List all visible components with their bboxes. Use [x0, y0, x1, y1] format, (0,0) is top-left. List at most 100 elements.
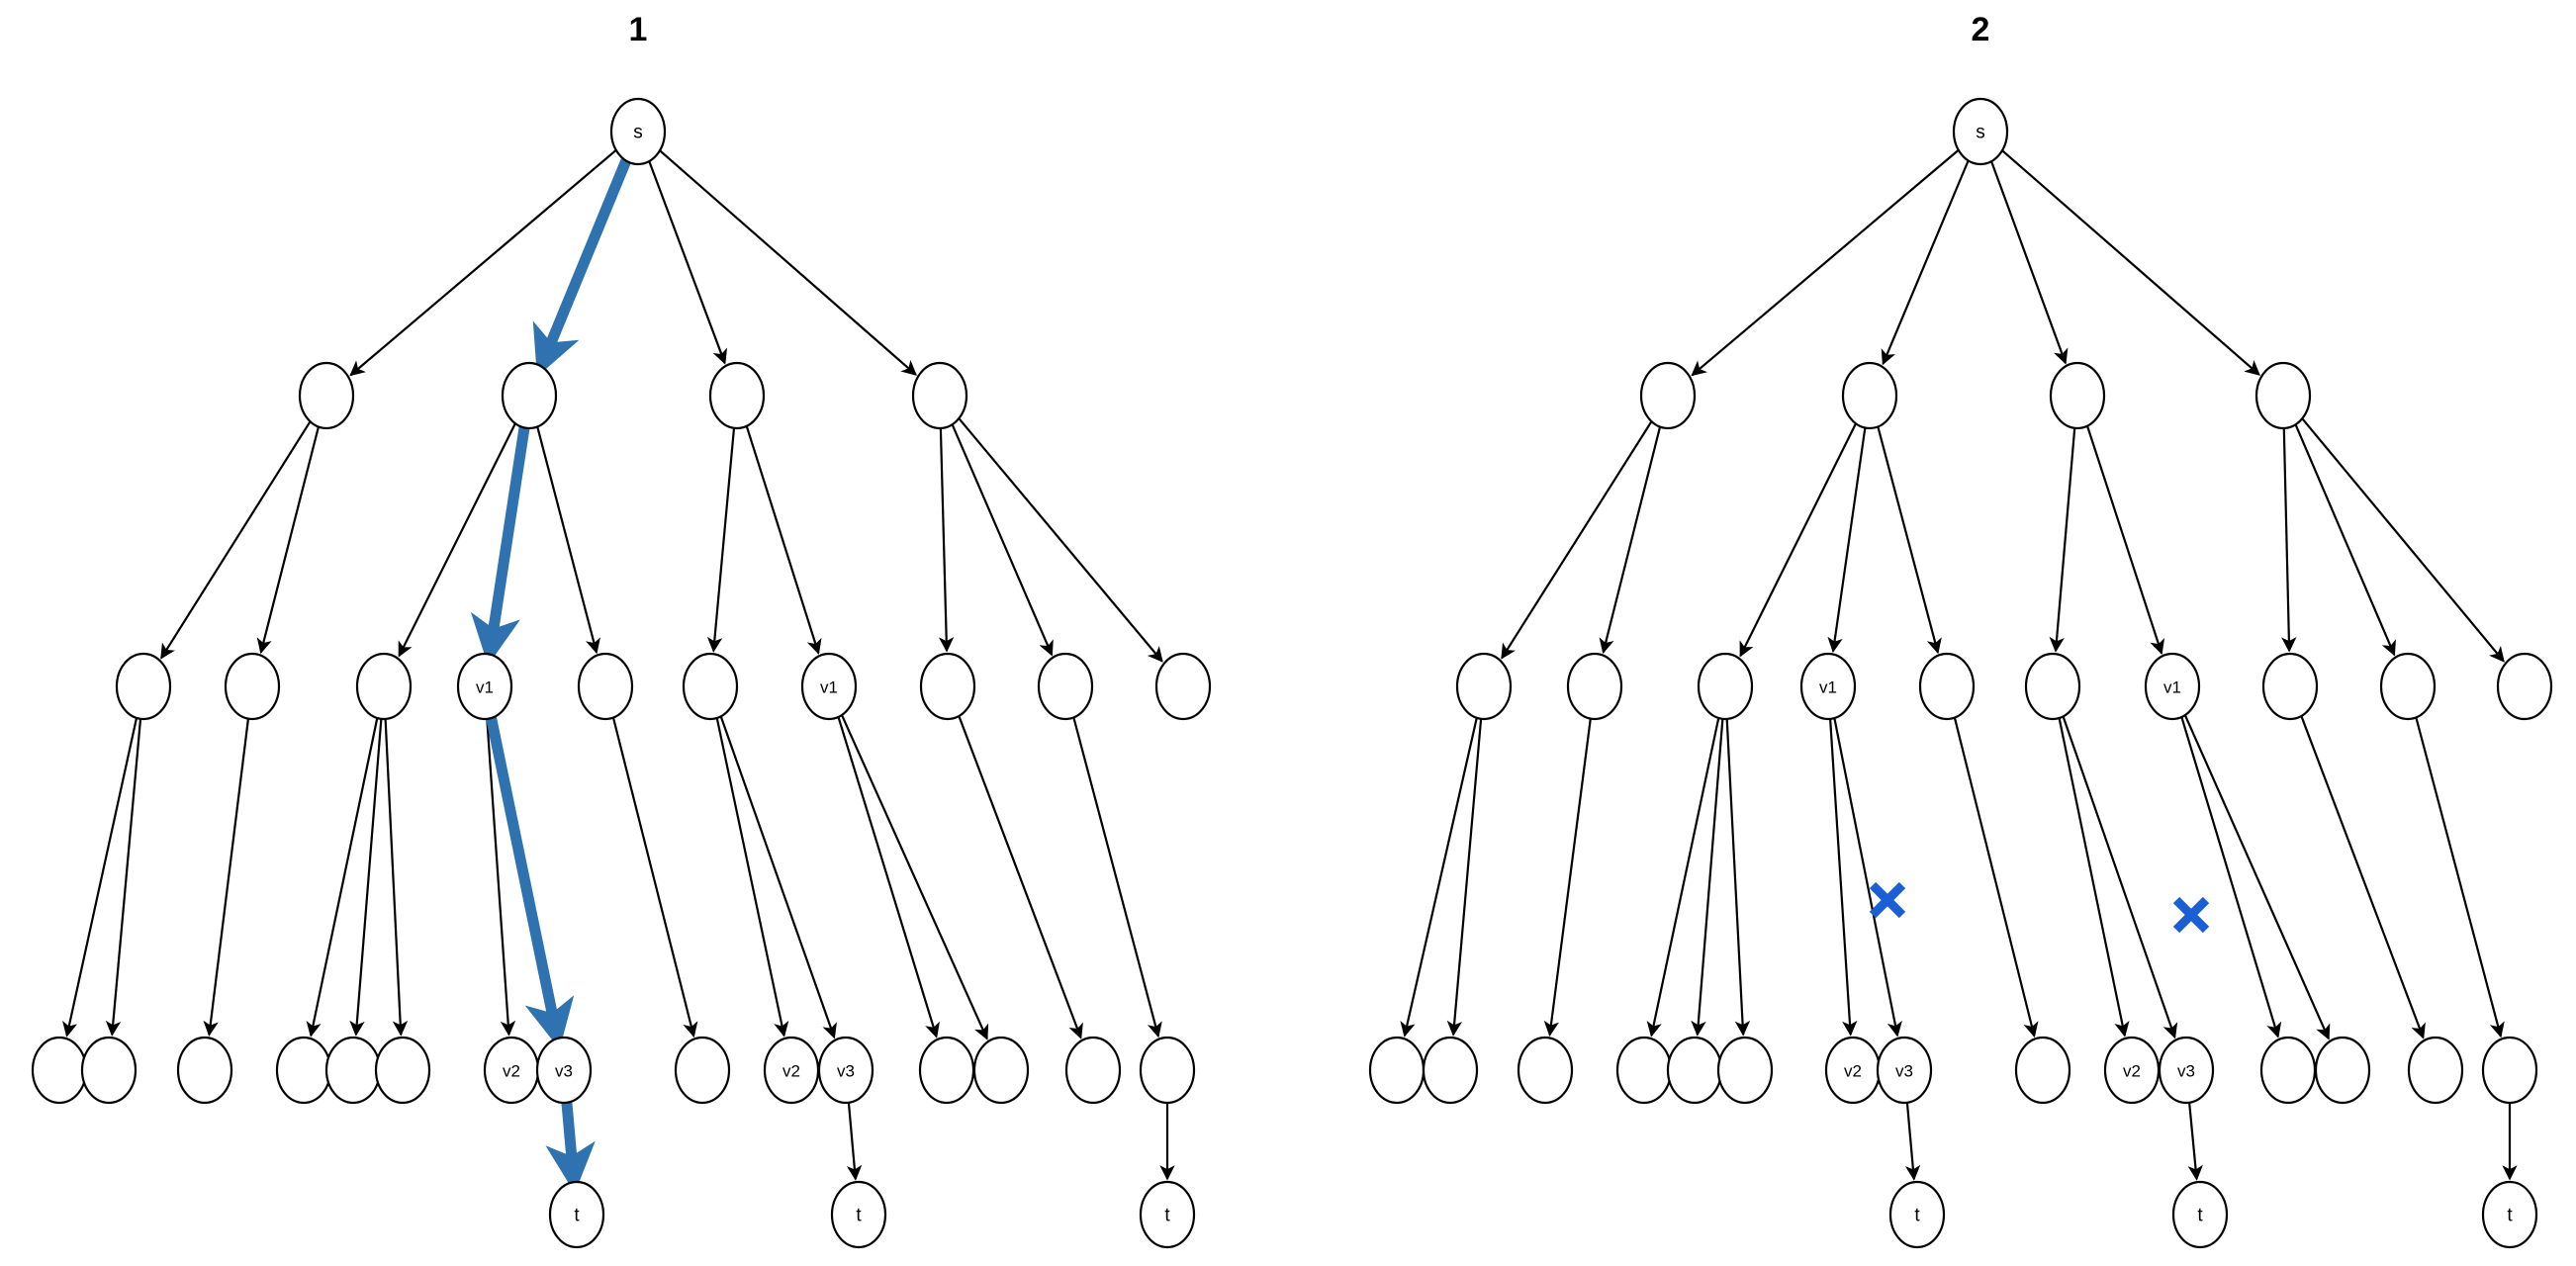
- node-shape: [2379, 652, 2437, 721]
- tree-edge: [840, 714, 989, 1040]
- node-shape: [548, 1180, 605, 1249]
- tree-node-v1: v1: [2144, 652, 2201, 721]
- tree-edge: [1877, 426, 1942, 655]
- tree-node: [80, 1036, 138, 1105]
- node-label: s: [633, 123, 643, 143]
- node-label: v3: [837, 1062, 855, 1081]
- node-label: v2: [2123, 1062, 2141, 1081]
- node-shape: [1716, 1036, 1774, 1105]
- node-label: t: [574, 1206, 580, 1226]
- panel-1-title-group: 1: [629, 11, 648, 48]
- tree-edge: [1072, 717, 1162, 1039]
- tree-edge: [958, 715, 1083, 1040]
- node-shape: [2014, 1036, 2071, 1105]
- tree-edge: [1990, 160, 2069, 365]
- node-shape: [1139, 1036, 1196, 1105]
- tree-edge: [1827, 427, 1867, 654]
- tree-node: [1566, 652, 1623, 721]
- tree-edge: [1599, 426, 1662, 655]
- tree-node: [1455, 652, 1513, 721]
- node-shape: [374, 1036, 431, 1105]
- node-shape: [708, 361, 766, 430]
- tree-edge: [486, 716, 575, 1049]
- node-label: s: [1976, 123, 1985, 143]
- tree-edge: [105, 718, 142, 1037]
- tree-node: [2014, 1036, 2071, 1105]
- tree-node: [2259, 1036, 2317, 1105]
- tree-node: [972, 1036, 1030, 1105]
- tree-edge: [715, 717, 789, 1038]
- tree-edge: [1400, 717, 1478, 1038]
- panel-2-title-group: 2: [1972, 11, 1990, 48]
- tree-edge: [2062, 716, 2178, 1040]
- tree-edge: [1501, 420, 1653, 660]
- tree-node: [2379, 652, 2437, 721]
- node-shape: [1064, 1036, 1122, 1105]
- tree-node: [275, 1036, 332, 1105]
- node-shape: [80, 1036, 138, 1105]
- tree-edge: [306, 717, 379, 1038]
- tree-node-v2: v2: [2103, 1036, 2161, 1105]
- tree-edge: [1691, 148, 1960, 377]
- tree-edge: [951, 423, 1054, 657]
- node-shape: [972, 1036, 1030, 1105]
- tree-edge: [2281, 427, 2297, 653]
- tree-edge: [2085, 425, 2165, 655]
- node-label: v1: [2163, 678, 2181, 697]
- tree-node: [1639, 361, 1697, 430]
- node-shape: [2158, 1036, 2215, 1105]
- tree-edge: [1446, 718, 1483, 1037]
- tree-edge: [545, 1102, 596, 1194]
- tree-edge: [2180, 716, 2282, 1039]
- tree-node-t: t: [548, 1180, 605, 1249]
- node-shape: [800, 652, 858, 721]
- node-label: v2: [503, 1062, 520, 1081]
- tree-edge: [745, 425, 822, 655]
- node-shape: [817, 1036, 874, 1105]
- node-shape: [2144, 652, 2201, 721]
- panel-2-cut-marks: [1869, 881, 2210, 934]
- node-shape: [1037, 652, 1094, 721]
- node-shape: [2481, 1036, 2538, 1105]
- tree-node-v3: v3: [2158, 1036, 2215, 1105]
- tree-node: [2049, 361, 2106, 430]
- tree-node-t: t: [1888, 1180, 1946, 1249]
- node-shape: [1876, 1036, 1933, 1105]
- tree-node: [2481, 1036, 2538, 1105]
- tree-edge: [958, 417, 1163, 663]
- node-shape: [1666, 1036, 1723, 1105]
- panel-2-title: 2: [1972, 11, 1990, 48]
- node-shape: [918, 1036, 975, 1105]
- tree-node: [224, 652, 281, 721]
- node-label: v2: [1844, 1062, 1862, 1081]
- node-shape: [456, 652, 513, 721]
- node-shape: [1139, 1180, 1196, 1249]
- node-shape: [682, 652, 739, 721]
- node-shape: [674, 1036, 731, 1105]
- tree-edge: [470, 426, 530, 666]
- tree-node: [1918, 652, 1976, 721]
- node-shape: [577, 652, 634, 721]
- node-shape: [1639, 361, 1697, 430]
- node-label: t: [2197, 1206, 2203, 1226]
- tree-node: [2254, 361, 2312, 430]
- tree-edge: [349, 148, 617, 377]
- tree-node: [1666, 1036, 1723, 1105]
- tree-edge: [846, 1102, 863, 1181]
- tree-node: [2314, 1036, 2371, 1105]
- tree-edge: [2183, 714, 2331, 1040]
- node-shape: [609, 97, 667, 166]
- node-shape: [1566, 652, 1623, 721]
- tree-edge: [706, 427, 736, 653]
- tree-node: [674, 1036, 731, 1105]
- tree-edge: [2415, 717, 2505, 1039]
- tree-node: [1139, 1036, 1196, 1105]
- node-shape: [224, 652, 281, 721]
- tree-node: [2261, 652, 2319, 721]
- panel-2-edges: [1400, 148, 2518, 1181]
- tree-edge: [719, 715, 837, 1040]
- tree-node: [919, 652, 976, 721]
- node-shape: [1918, 652, 1976, 721]
